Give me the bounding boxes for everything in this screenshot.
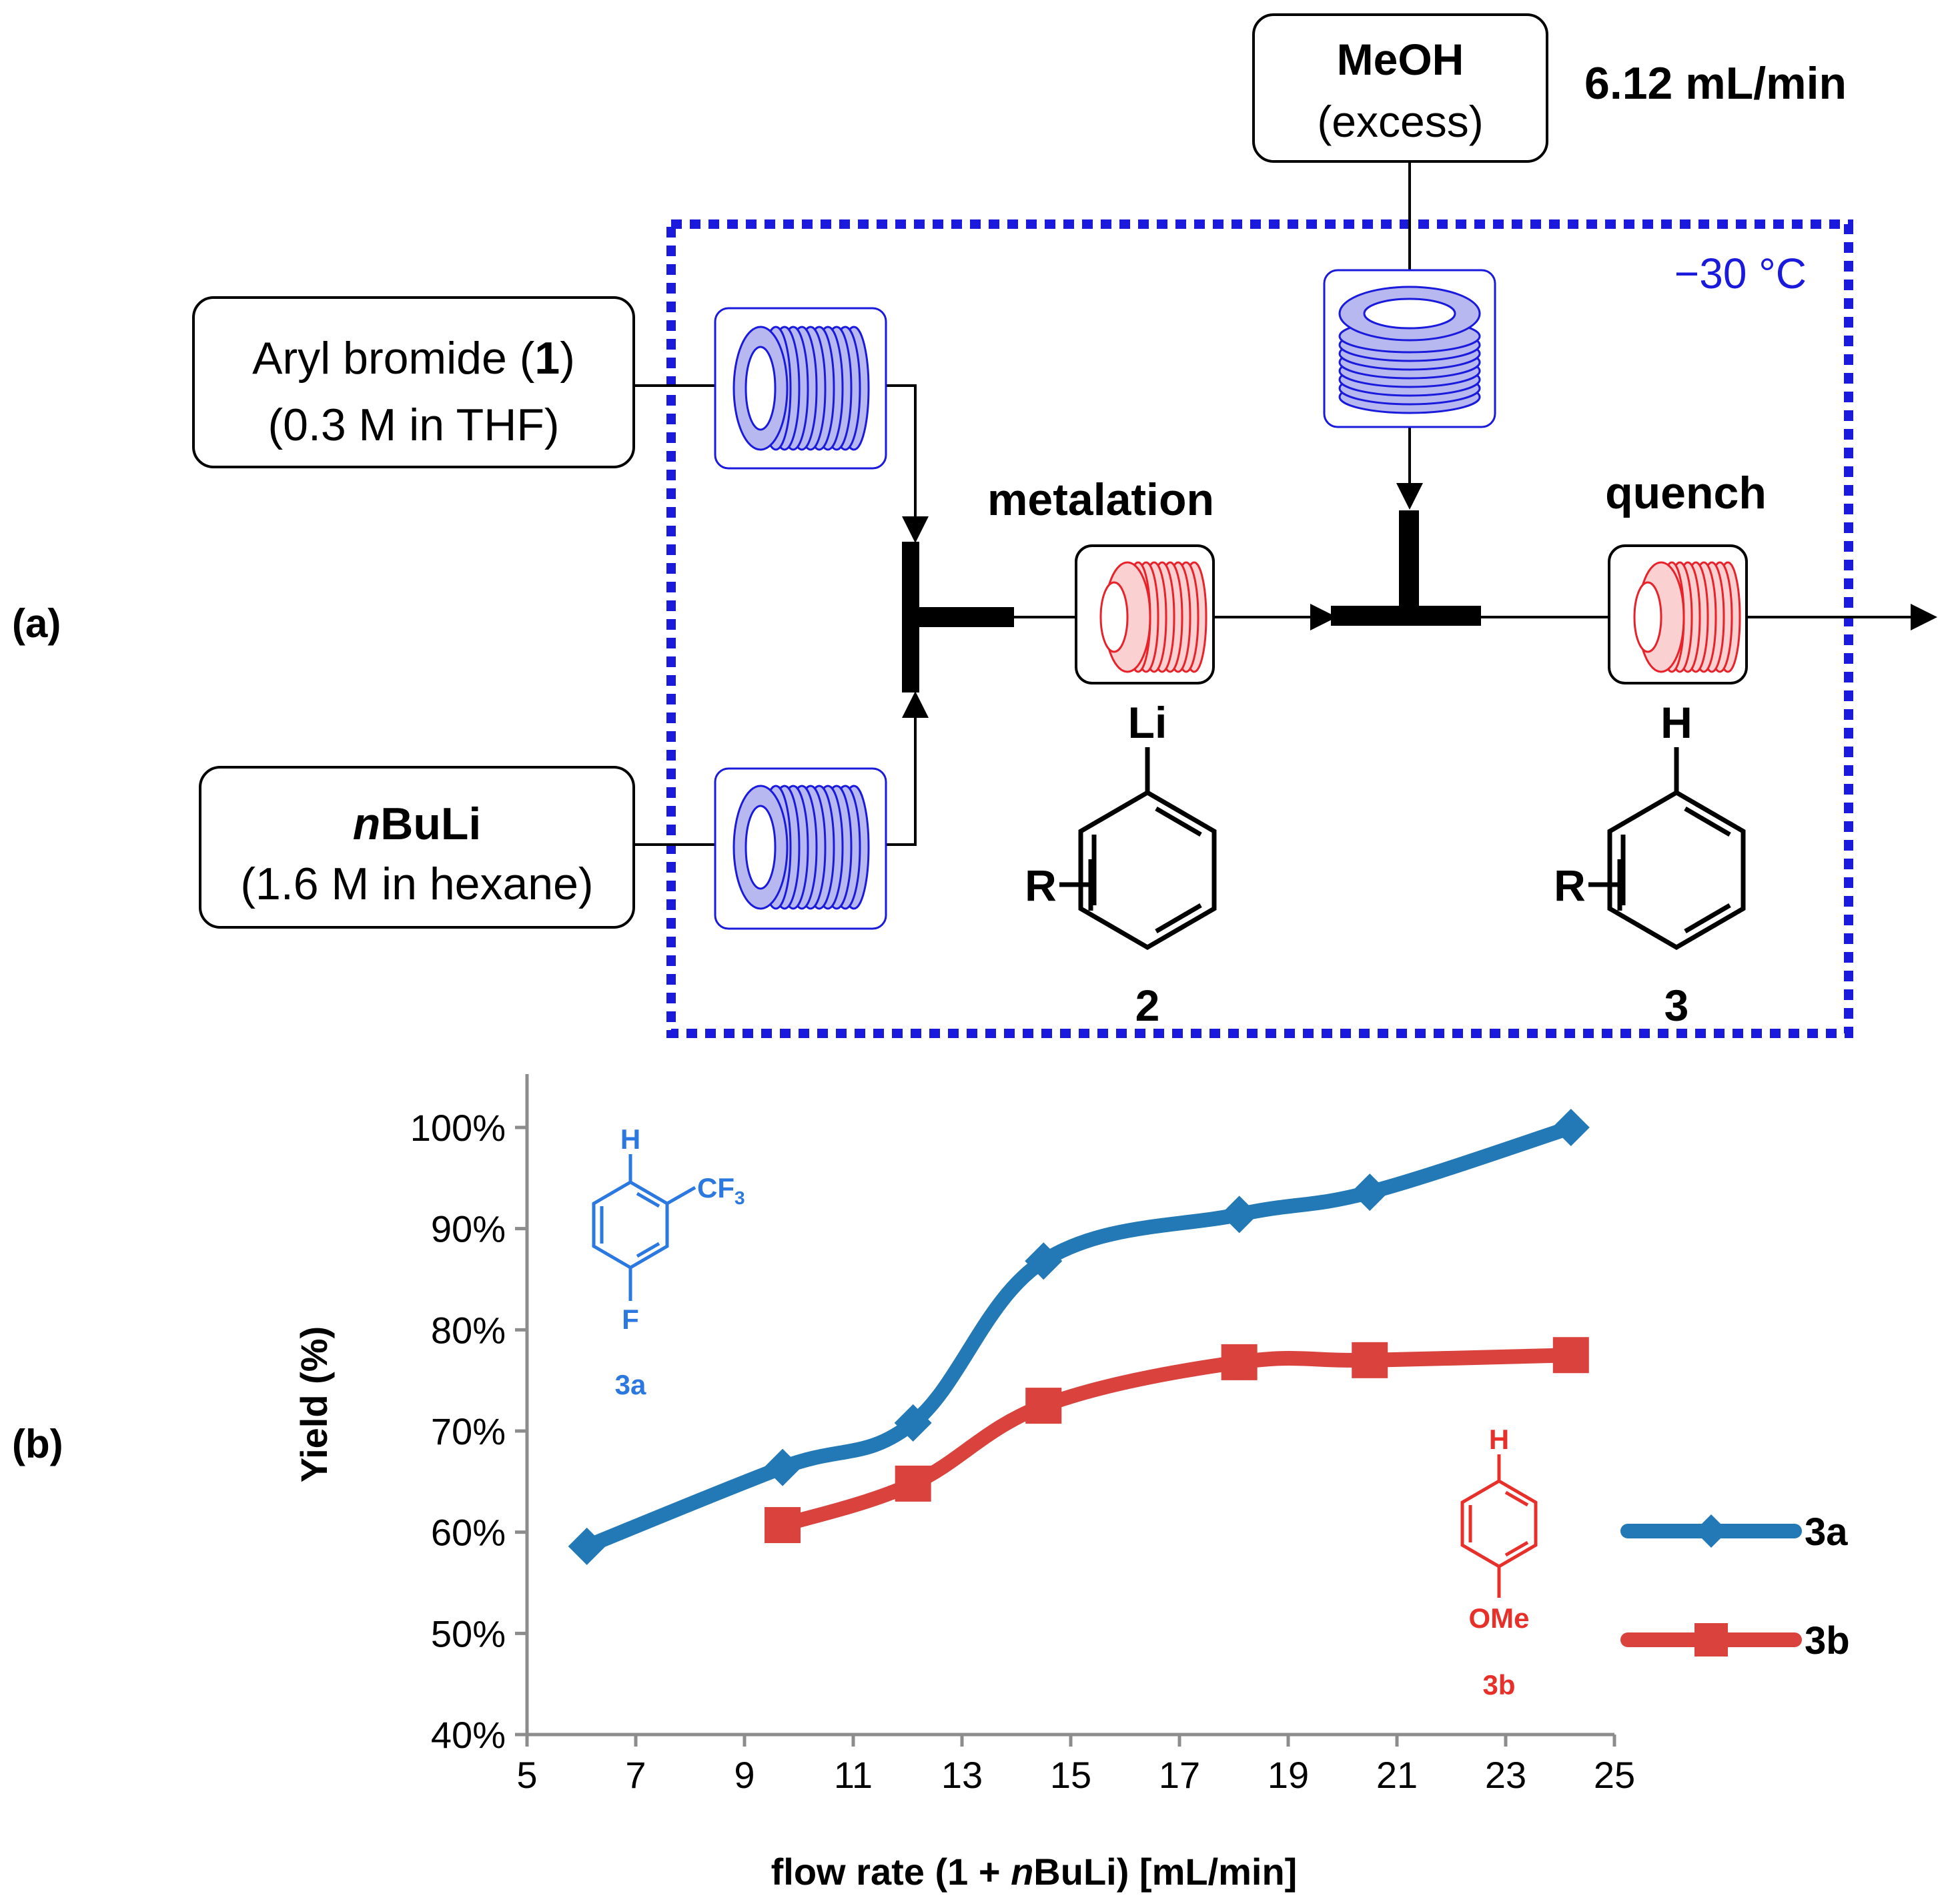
point-3b <box>765 1507 801 1544</box>
structure-3b: H OMe 3b <box>1460 1424 1538 1701</box>
point-3b <box>1221 1344 1258 1380</box>
struct-3b-h: H <box>1489 1424 1509 1455</box>
aryl-bromide-label: Aryl bromide (1) <box>252 333 575 384</box>
y-tick-marks: 40% 50% 60% 70% 80% 90% 100% <box>410 1107 527 1756</box>
x-tick-marks: 5 7 9 11 13 15 17 19 21 23 25 <box>516 1735 1635 1796</box>
x-tick-label: 13 <box>941 1754 983 1796</box>
panel-b-label: (b) <box>12 1422 63 1466</box>
compound-2-number: 2 <box>1135 981 1160 1030</box>
compound-3-h: H <box>1660 698 1692 747</box>
meoh-excess-label: (excess) <box>1317 97 1483 146</box>
point-3b <box>1025 1388 1062 1424</box>
y-tick-label: 60% <box>431 1512 506 1554</box>
x-tick-label: 25 <box>1594 1754 1635 1796</box>
panel-a-label: (a) <box>12 601 61 646</box>
y-tick-label: 70% <box>431 1410 506 1452</box>
point-3b <box>1552 1337 1589 1374</box>
metalation-label: metalation <box>987 474 1214 525</box>
structure-3a: H CF3 F 3a <box>592 1123 745 1400</box>
y-tick-label: 100% <box>410 1107 506 1149</box>
struct-3a-cf3: CF3 <box>697 1172 745 1208</box>
y-tick-label: 40% <box>431 1714 506 1756</box>
precool-coil-nbuli <box>714 767 887 930</box>
t-mixer-1 <box>902 542 1014 692</box>
legend-label-3b: 3b <box>1805 1619 1850 1663</box>
struct-3a-f: F <box>622 1304 639 1335</box>
series-3a <box>568 1109 1590 1565</box>
metalation-reactor-coil <box>1075 544 1215 684</box>
meoh-flow-rate: 6.12 mL/min <box>1584 58 1847 109</box>
x-tick-label: 7 <box>625 1754 646 1796</box>
x-tick-label: 5 <box>516 1754 537 1796</box>
legend-label-3a: 3a <box>1805 1510 1848 1554</box>
meoh-label: MeOH <box>1337 35 1464 84</box>
x-tick-label: 15 <box>1050 1754 1091 1796</box>
x-tick-label: 23 <box>1485 1754 1526 1796</box>
compound-3-number: 3 <box>1664 981 1689 1030</box>
aryl-bromide-conc: (0.3 M in THF) <box>268 400 559 450</box>
cooling-bath-boundary <box>666 219 1853 1038</box>
point-3b <box>895 1465 931 1502</box>
point-3a <box>764 1448 802 1486</box>
struct-3a-h: H <box>620 1123 640 1155</box>
struct-3a-name: 3a <box>615 1369 646 1400</box>
chart-legend: 3a 3b <box>1620 1510 1850 1663</box>
meoh-reservoir-box <box>1252 13 1548 163</box>
point-3a <box>1220 1196 1258 1234</box>
point-3a <box>894 1404 932 1442</box>
compound-2-structure <box>1059 747 1217 951</box>
panel-b: (b) 40% 50% 60% 70% 80% 90% 100% 5 7 9 11 13 15 17 19… <box>12 1074 1850 1893</box>
x-axis-title: flow rate (1 + nBuLi) [mL/min] <box>771 1851 1298 1893</box>
x-tick-label: 19 <box>1268 1754 1309 1796</box>
point-3a <box>568 1527 606 1565</box>
t-mixer-2 <box>1331 510 1481 626</box>
aryl-bromide-box <box>192 296 635 468</box>
legend-entry-3b: 3b <box>1620 1619 1850 1663</box>
precool-coil-aryl <box>714 307 887 470</box>
compound-2-li: Li <box>1128 698 1167 747</box>
y-tick-label: 80% <box>431 1309 506 1351</box>
struct-3b-ome: OMe <box>1468 1602 1529 1634</box>
point-3b <box>1352 1342 1388 1378</box>
point-3a <box>1351 1173 1389 1212</box>
nbuli-label: nBuLi <box>353 799 482 849</box>
legend-entry-3a: 3a <box>1620 1510 1848 1554</box>
x-tick-label: 17 <box>1159 1754 1200 1796</box>
nbuli-box <box>199 766 635 929</box>
y-tick-label: 90% <box>431 1208 506 1250</box>
x-tick-label: 9 <box>734 1754 755 1796</box>
series-3b <box>765 1337 1589 1544</box>
compound-3-r: R <box>1554 861 1586 910</box>
precool-coil-meoh <box>1323 269 1496 428</box>
point-3a <box>1025 1242 1063 1280</box>
tubing-lines <box>634 161 1937 846</box>
compound-3-structure <box>1588 747 1746 951</box>
point-3a <box>1552 1109 1590 1146</box>
quench-label: quench <box>1605 468 1767 518</box>
x-tick-label: 21 <box>1376 1754 1418 1796</box>
chart-series <box>568 1109 1590 1565</box>
quench-reactor-coil <box>1608 544 1748 684</box>
temperature-label: −30 °C <box>1674 250 1807 298</box>
y-tick-label: 50% <box>431 1612 506 1654</box>
struct-3b-name: 3b <box>1482 1669 1515 1701</box>
compound-2-r: R <box>1025 861 1057 910</box>
nbuli-conc: (1.6 M in hexane) <box>240 859 593 909</box>
x-tick-label: 11 <box>834 1754 873 1796</box>
panel-a: (a) −30 °C MeOH (excess) 6.12 mL/min Ary… <box>12 13 1937 1038</box>
y-axis-title: Yield (%) <box>293 1326 335 1482</box>
